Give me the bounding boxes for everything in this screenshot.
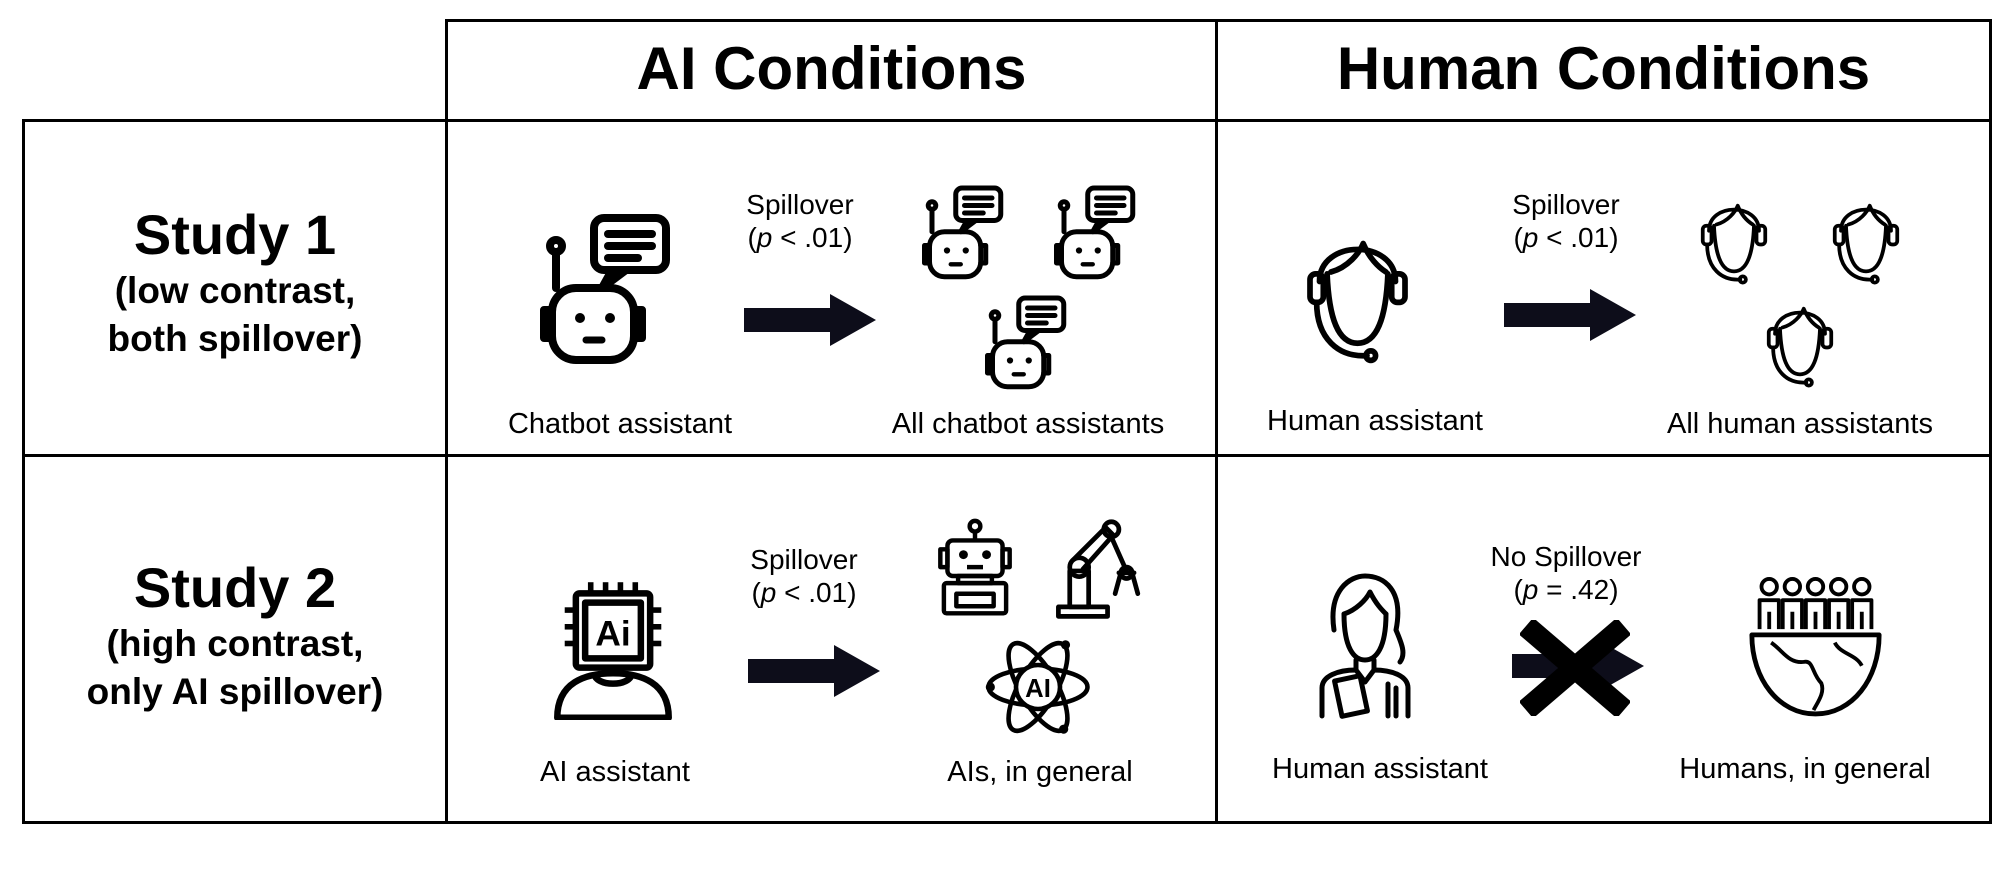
effect-text: Spillover xyxy=(1512,189,1620,220)
headset-person-icon xyxy=(1818,187,1914,287)
label-ais-in-general: AIs, in general xyxy=(947,756,1133,788)
grid-line-header-bottom xyxy=(22,119,1992,122)
effect-text: No Spillover xyxy=(1490,541,1642,572)
study1-subtitle-line1: (low contrast, xyxy=(114,270,356,311)
p-value-text: (p < .01) xyxy=(747,222,853,253)
chatbot-icon xyxy=(1044,183,1144,283)
woman-clipboard-icon xyxy=(1310,570,1420,720)
study2-title: Study 2 xyxy=(133,556,337,619)
x-cross-icon xyxy=(1520,620,1630,716)
study2-subtitle-line1: (high contrast, xyxy=(106,623,364,664)
label-all-human-assistants: All human assistants xyxy=(1667,408,1933,440)
grid-line-right xyxy=(1989,19,1992,824)
right-arrow-icon xyxy=(748,645,880,697)
label-ai-assistant: AI assistant xyxy=(540,756,690,788)
chatbot-icon xyxy=(975,293,1075,393)
label-humans-in-general: Humans, in general xyxy=(1679,753,1931,785)
row-label-study1: Study 1 (low contrast, both spillover) xyxy=(25,202,445,363)
robot-icon xyxy=(935,518,1015,618)
study2-subtitle-line2: only AI spillover) xyxy=(86,671,384,712)
p-value-text: (p = .42) xyxy=(1513,574,1619,605)
label-human-assistant-s1: Human assistant xyxy=(1267,405,1483,437)
right-arrow-icon xyxy=(1504,289,1636,341)
spillover-label-s1-human: Spillover (p < .01) xyxy=(1466,188,1666,254)
grid-line-top xyxy=(445,19,1992,22)
grid-line-left xyxy=(22,119,25,824)
headset-person-icon xyxy=(1752,290,1848,390)
p-value-text: (p < .01) xyxy=(751,577,857,608)
label-chatbot-assistant: Chatbot assistant xyxy=(507,408,733,440)
study1-subtitle-line2: both spillover) xyxy=(107,318,363,359)
row-label-study2: Study 2 (high contrast, only AI spillove… xyxy=(25,555,445,716)
robotic-arm-icon xyxy=(1052,518,1148,622)
crowd-globe-icon xyxy=(1748,573,1883,718)
right-arrow-icon xyxy=(744,294,876,346)
spillover-label-s2-ai: Spillover (p < .01) xyxy=(704,543,904,609)
p-value-text: (p < .01) xyxy=(1513,222,1619,253)
grid-line-col1 xyxy=(445,19,448,824)
headset-person-icon xyxy=(1686,187,1782,287)
ai-chip-person-icon xyxy=(548,580,678,720)
grid-line-middle xyxy=(22,454,1992,457)
spillover-label-s2-human: No Spillover (p = .42) xyxy=(1466,540,1666,606)
chatbot-icon xyxy=(534,210,674,370)
headset-person-icon xyxy=(1300,215,1415,367)
ai-atom-icon xyxy=(983,632,1093,742)
label-human-assistant-s2: Human assistant xyxy=(1272,753,1488,785)
grid-line-bottom xyxy=(22,821,1992,824)
grid-line-col2 xyxy=(1215,19,1218,824)
label-all-chatbot-assistants: All chatbot assistants xyxy=(891,408,1165,440)
column-header-human: Human Conditions xyxy=(1336,35,1871,102)
chatbot-icon xyxy=(912,183,1012,283)
study1-title: Study 1 xyxy=(133,203,337,266)
column-header-ai: AI Conditions xyxy=(636,35,1027,102)
spillover-label-s1-ai: Spillover (p < .01) xyxy=(700,188,900,254)
effect-text: Spillover xyxy=(750,544,858,575)
effect-text: Spillover xyxy=(746,189,854,220)
